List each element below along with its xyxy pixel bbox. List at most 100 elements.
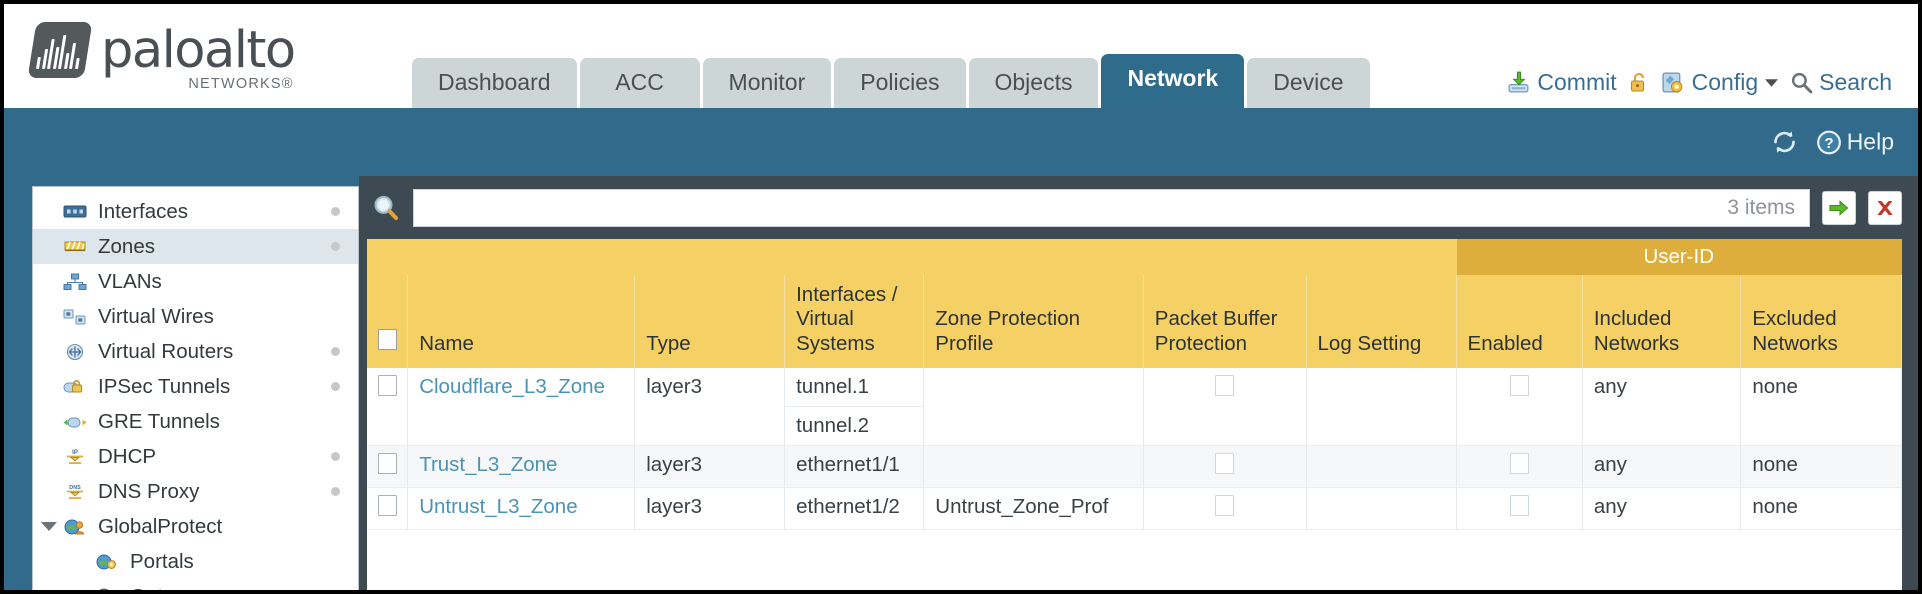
table-body: Cloudflare_L3_Zone layer3 tunnel.1 tunne… xyxy=(367,367,1902,530)
tab-dashboard[interactable]: Dashboard xyxy=(412,58,577,108)
sidebar-item-ipsec-tunnels[interactable]: IPSec Tunnels xyxy=(33,369,358,404)
row-checkbox[interactable] xyxy=(378,374,397,396)
unlocked-padlock-icon xyxy=(1628,71,1650,95)
select-all-checkbox[interactable] xyxy=(377,328,397,350)
table-row[interactable]: Untrust_L3_Zone layer3 ethernet1/2 Untru… xyxy=(367,487,1902,530)
sidebar-item-virtual-wires[interactable]: Virtual Wires xyxy=(33,299,358,334)
sidebar-item-label: GRE Tunnels xyxy=(98,409,220,433)
zone-name-link[interactable]: Trust_L3_Zone xyxy=(419,452,558,476)
red-x-clear-icon xyxy=(1874,198,1896,218)
table-row[interactable]: Trust_L3_Zone layer3 ethernet1/1 xyxy=(367,445,1902,488)
sidebar-item-label: VLANs xyxy=(98,269,162,293)
userid-enabled-checkbox[interactable] xyxy=(1509,452,1529,474)
config-menu-button[interactable]: Config xyxy=(1661,69,1779,96)
cell-type: layer3 xyxy=(634,367,786,446)
sidebar-item-dns-proxy[interactable]: DNS DNS Proxy xyxy=(33,474,358,509)
select-all-header xyxy=(367,275,409,368)
sidebar-item-label: DHCP xyxy=(98,444,157,468)
main-nav-tabs: Dashboard ACC Monitor Policies Objects N… xyxy=(412,54,1370,108)
row-select-cell xyxy=(367,445,409,488)
apply-filter-button[interactable] xyxy=(1822,191,1856,225)
userid-enabled-checkbox[interactable] xyxy=(1509,374,1529,396)
top-header-bar: paloalto NETWORKS® Dashboard ACC Monitor… xyxy=(4,4,1918,108)
sidebar-item-virtual-routers[interactable]: Virtual Routers xyxy=(33,334,358,369)
packet-buffer-checkbox[interactable] xyxy=(1215,374,1235,396)
table-row[interactable]: Cloudflare_L3_Zone layer3 tunnel.1 tunne… xyxy=(367,367,1902,446)
sidebar-item-gateways[interactable]: Gateways xyxy=(33,579,358,591)
config-lock-button[interactable] xyxy=(1628,71,1650,95)
sidebar-item-label: GlobalProtect xyxy=(98,514,223,538)
tab-device[interactable]: Device xyxy=(1247,58,1370,108)
ipsec-tunnels-icon xyxy=(63,378,89,396)
cell-log-setting xyxy=(1306,367,1457,446)
tab-objects[interactable]: Objects xyxy=(968,58,1099,108)
gre-tunnels-icon xyxy=(63,413,89,431)
sidebar-item-label: Portals xyxy=(130,549,194,573)
group-header-spacer xyxy=(367,239,1457,276)
sidebar-item-dhcp[interactable]: IP DHCP xyxy=(33,439,358,474)
tab-network[interactable]: Network xyxy=(1101,54,1245,108)
sidebar-item-label: Gateways xyxy=(130,585,221,591)
cell-type: layer3 xyxy=(634,487,786,530)
column-header-name[interactable]: Name xyxy=(407,275,636,368)
cell-userid-enabled xyxy=(1456,487,1583,530)
sidebar-item-label: Virtual Wires xyxy=(98,304,214,328)
sidebar-status-dot xyxy=(331,382,340,391)
sidebar-item-globalprotect[interactable]: GlobalProtect xyxy=(33,509,358,544)
zones-main-panel: 3 items xyxy=(359,176,1918,590)
search-label: Search xyxy=(1819,69,1892,95)
cell-interfaces: ethernet1/1 xyxy=(784,445,925,488)
tab-policies[interactable]: Policies xyxy=(834,58,966,108)
cell-included-networks: any xyxy=(1582,367,1742,446)
cell-packet-buffer xyxy=(1143,487,1307,530)
column-header-zone-protection[interactable]: Zone Protection Profile xyxy=(923,275,1144,368)
packet-buffer-checkbox[interactable] xyxy=(1215,494,1235,516)
userid-enabled-checkbox[interactable] xyxy=(1509,494,1529,516)
packet-buffer-checkbox[interactable] xyxy=(1215,452,1235,474)
sidebar-item-interfaces[interactable]: Interfaces xyxy=(33,194,358,229)
cell-packet-buffer xyxy=(1143,367,1307,446)
filter-input-wrapper[interactable]: 3 items xyxy=(413,189,1810,227)
column-header-log-setting[interactable]: Log Setting xyxy=(1306,275,1457,368)
filter-bar: 3 items xyxy=(367,186,1902,230)
sidebar-item-gre-tunnels[interactable]: GRE Tunnels xyxy=(33,404,358,439)
row-checkbox[interactable] xyxy=(378,452,397,474)
sidebar-item-vlans[interactable]: VLANs xyxy=(33,264,358,299)
column-header-type[interactable]: Type xyxy=(634,275,786,368)
sidebar-item-label: Interfaces xyxy=(98,199,189,223)
cell-packet-buffer xyxy=(1143,445,1307,488)
column-header-enabled[interactable]: Enabled xyxy=(1456,275,1583,368)
clear-filter-button[interactable] xyxy=(1868,191,1902,225)
cell-name: Cloudflare_L3_Zone xyxy=(407,367,636,446)
cell-userid-enabled xyxy=(1456,445,1583,488)
cell-zone-protection xyxy=(923,367,1144,446)
row-checkbox[interactable] xyxy=(378,494,397,516)
header-toolbar: Commit xyxy=(1506,69,1892,96)
help-question-icon: ? xyxy=(1816,129,1842,155)
globalprotect-icon xyxy=(63,518,89,536)
column-header-included[interactable]: Included Networks xyxy=(1582,275,1742,368)
cell-log-setting xyxy=(1306,487,1457,530)
table-header: User-ID Name Type Interfaces / Virtual S… xyxy=(367,239,1902,368)
column-header-interfaces[interactable]: Interfaces / Virtual Systems xyxy=(784,275,925,368)
tab-monitor[interactable]: Monitor xyxy=(702,58,832,108)
virtual-wires-icon xyxy=(63,308,89,326)
help-button[interactable]: ? Help xyxy=(1816,129,1894,156)
magnifier-icon[interactable] xyxy=(371,193,401,223)
dns-proxy-icon: DNS xyxy=(63,483,89,501)
zone-name-link[interactable]: Cloudflare_L3_Zone xyxy=(419,374,605,398)
sidebar-status-dot xyxy=(331,347,340,356)
chevron-down-icon[interactable] xyxy=(41,522,57,531)
table-column-header-row: Name Type Interfaces / Virtual Systems Z… xyxy=(367,275,1902,368)
zone-name-link[interactable]: Untrust_L3_Zone xyxy=(419,494,578,518)
sidebar-item-portals[interactable]: Portals xyxy=(33,544,358,579)
column-header-excluded[interactable]: Excluded Networks xyxy=(1740,275,1902,368)
sidebar-item-zones[interactable]: Zones xyxy=(33,229,358,264)
refresh-icon[interactable] xyxy=(1771,129,1798,156)
global-search-button[interactable]: Search xyxy=(1790,69,1892,96)
tab-acc[interactable]: ACC xyxy=(579,58,700,108)
commit-button[interactable]: Commit xyxy=(1506,69,1617,96)
interface-entry: tunnel.2 xyxy=(796,413,870,437)
dhcp-icon: IP xyxy=(63,448,89,466)
column-header-packet-buffer[interactable]: Packet Buffer Protection xyxy=(1143,275,1307,368)
